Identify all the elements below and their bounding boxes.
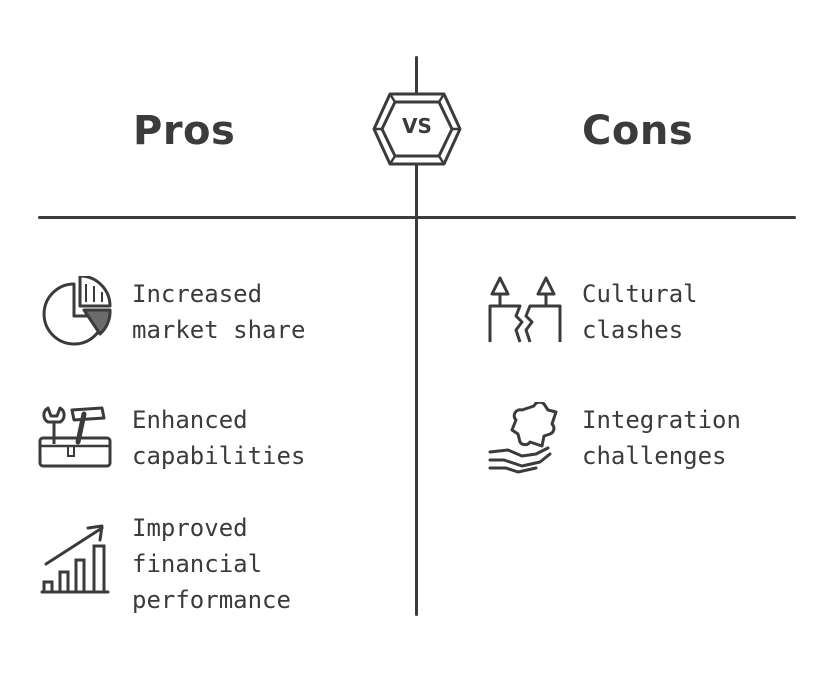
hand-puzzle-icon	[488, 400, 568, 482]
con-item-label: Cultural clashes	[582, 280, 698, 344]
pro-item-label: Enhanced capabilities	[132, 406, 306, 470]
pro-item-label: Increased market share	[132, 280, 306, 344]
pros-heading: Pros	[133, 108, 236, 154]
toolbox-icon	[38, 402, 118, 482]
growth-chart-icon	[38, 510, 118, 594]
con-item-label: Integration challenges	[582, 406, 741, 470]
vs-label: VS	[402, 114, 432, 138]
vs-badge: VS	[368, 88, 466, 170]
cons-heading: Cons	[582, 108, 694, 154]
broken-ground-trees-icon	[488, 276, 568, 356]
pie-chart-icon	[38, 274, 118, 356]
vs-badge-shape	[372, 92, 462, 166]
pro-item-label: Improved financial performance	[132, 514, 291, 614]
vertical-divider	[415, 56, 418, 616]
